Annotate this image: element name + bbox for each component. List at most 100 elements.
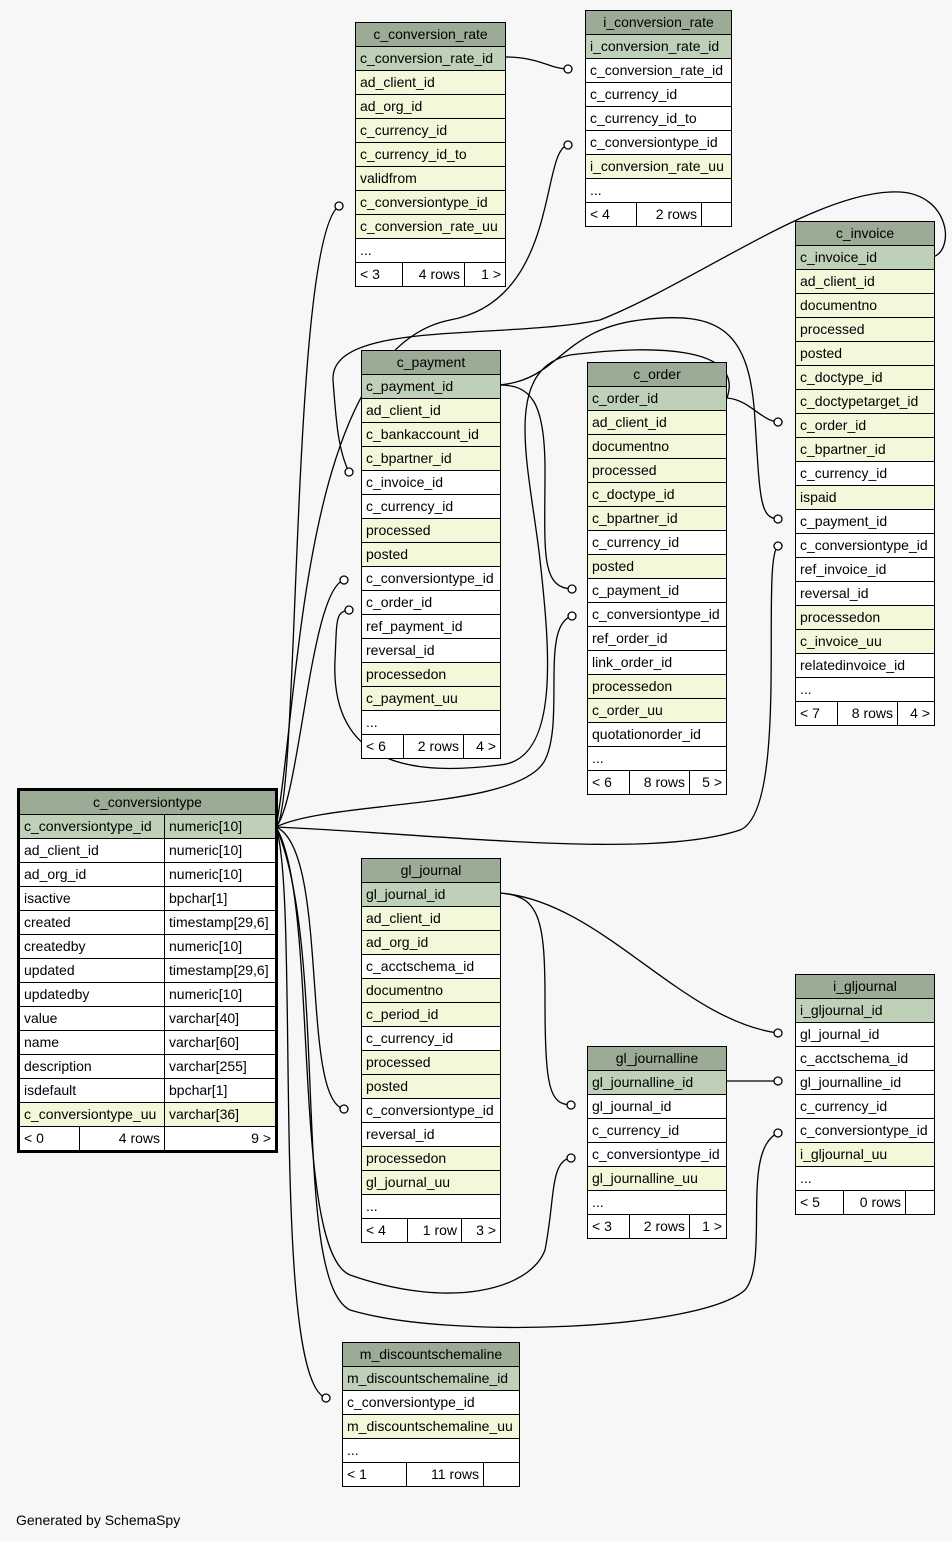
column-row[interactable]: processed [361, 518, 501, 543]
column-row[interactable]: ad_client_id [586, 410, 728, 435]
column-row[interactable]: ... [586, 1190, 728, 1215]
column-row[interactable]: i_conversion_rate_id [584, 34, 733, 59]
column-row[interactable]: ad_org_id [354, 94, 507, 119]
column-row[interactable]: c_doctypetarget_id [794, 389, 936, 414]
column-row[interactable]: c_conversion_rate_uu [354, 214, 507, 239]
column-row[interactable]: c_period_id [360, 1002, 502, 1027]
column-row[interactable]: ad_client_id [354, 70, 507, 95]
column-row[interactable]: c_doctype_id [794, 365, 936, 390]
column-row[interactable]: gl_journalline_id [586, 1070, 728, 1095]
column-row[interactable]: c_order_id [794, 413, 936, 438]
column-row[interactable]: c_currency_id_to [354, 142, 507, 167]
column-row[interactable]: posted [361, 542, 501, 567]
column-row[interactable]: processed [794, 317, 936, 342]
column-row[interactable]: c_order_uu [586, 698, 728, 723]
column-row[interactable]: c_payment_id [586, 578, 728, 603]
column-row[interactable]: ad_org_id [360, 930, 502, 955]
table-header[interactable]: gl_journal [360, 858, 502, 883]
table-header[interactable]: m_discountschemaline [342, 1342, 520, 1367]
column-row[interactable]: ... [342, 1438, 520, 1463]
column-row[interactable]: ispaid [794, 485, 936, 510]
column-row[interactable]: i_gljournal_uu [794, 1142, 936, 1167]
column-row[interactable]: c_order_id [361, 590, 501, 615]
column-row[interactable]: c_currency_id [360, 1026, 502, 1051]
column-row[interactable]: c_acctschema_id [360, 954, 502, 979]
column-row[interactable]: validfrom [354, 166, 507, 191]
column-row[interactable]: c_conversiontype_id [584, 130, 733, 155]
column-row[interactable]: ... [360, 1194, 502, 1219]
column-row[interactable]: i_conversion_rate_uu [584, 154, 733, 179]
column-row[interactable]: c_conversiontype_id [586, 602, 728, 627]
column-row[interactable]: c_currency_id [354, 118, 507, 143]
column-row[interactable]: documentno [586, 434, 728, 459]
column-row[interactable]: posted [586, 554, 728, 579]
column-row[interactable]: relatedinvoice_id [794, 653, 936, 678]
table-m-discountschemaline[interactable]: m_discountschemaline m_discountschemaline… [342, 1342, 520, 1487]
column-row[interactable]: c_invoice_id [794, 245, 936, 270]
column-row[interactable]: ad_client_id [361, 398, 501, 423]
column-row[interactable]: c_currency_id_to [584, 106, 733, 131]
column-row[interactable]: c_conversiontype_id [794, 1118, 936, 1143]
column-row[interactable]: gl_journalline_uu [586, 1166, 728, 1191]
column-row[interactable]: c_conversiontype_id [342, 1390, 520, 1415]
column-row[interactable]: c_payment_uu [361, 686, 501, 711]
column-row[interactable]: gl_journalline_id [794, 1070, 936, 1095]
column-row[interactable]: processed [360, 1050, 502, 1075]
column-row[interactable]: gl_journal_uu [360, 1170, 502, 1195]
column-row[interactable]: reversal_id [360, 1122, 502, 1147]
table-header[interactable]: gl_journalline [586, 1046, 728, 1071]
column-row[interactable]: ... [361, 710, 501, 735]
column-row[interactable]: c_currency_id [586, 530, 728, 555]
column-row[interactable]: posted [360, 1074, 502, 1099]
column-row[interactable]: c_currency_id [361, 494, 501, 519]
column-row[interactable]: processedon [794, 605, 936, 630]
column-row[interactable]: posted [794, 341, 936, 366]
column-row[interactable]: ref_invoice_id [794, 557, 936, 582]
column-row[interactable]: c_acctschema_id [794, 1046, 936, 1071]
column-row[interactable]: ... [794, 1166, 936, 1191]
column-row[interactable]: ad_client_id [360, 906, 502, 931]
column-row[interactable]: processedon [361, 662, 501, 687]
table-header[interactable]: i_gljournal [794, 974, 936, 999]
column-row[interactable]: link_order_id [586, 650, 728, 675]
column-row[interactable]: ref_payment_id [361, 614, 501, 639]
table-header[interactable]: c_invoice [794, 221, 936, 246]
column-row[interactable]: m_discountschemaline_uu [342, 1414, 520, 1439]
column-row[interactable]: ref_order_id [586, 626, 728, 651]
table-header[interactable]: i_conversion_rate [584, 10, 733, 35]
column-row[interactable]: c_currency_id [794, 1094, 936, 1119]
column-row[interactable]: gl_journal_id [586, 1094, 728, 1119]
column-row[interactable]: quotationorder_id [586, 722, 728, 747]
column-row[interactable]: reversal_id [361, 638, 501, 663]
column-row[interactable]: c_bankaccount_id [361, 422, 501, 447]
column-row[interactable]: c_payment_id [794, 509, 936, 534]
column-row[interactable]: ad_client_id [794, 269, 936, 294]
column-row[interactable]: c_currency_id [586, 1118, 728, 1143]
column-row[interactable]: c_bpartner_id [361, 446, 501, 471]
column-row[interactable]: c_currency_id [584, 82, 733, 107]
column-row[interactable]: c_conversiontype_id [354, 190, 507, 215]
column-row[interactable]: c_order_id [586, 386, 728, 411]
column-row[interactable]: i_gljournal_id [794, 998, 936, 1023]
column-row[interactable]: ... [584, 178, 733, 203]
column-row[interactable]: c_conversiontype_id [586, 1142, 728, 1167]
column-row[interactable]: processedon [586, 674, 728, 699]
column-row[interactable]: ... [354, 238, 507, 263]
column-row[interactable]: ... [794, 677, 936, 702]
column-row[interactable]: c_invoice_id [361, 470, 501, 495]
